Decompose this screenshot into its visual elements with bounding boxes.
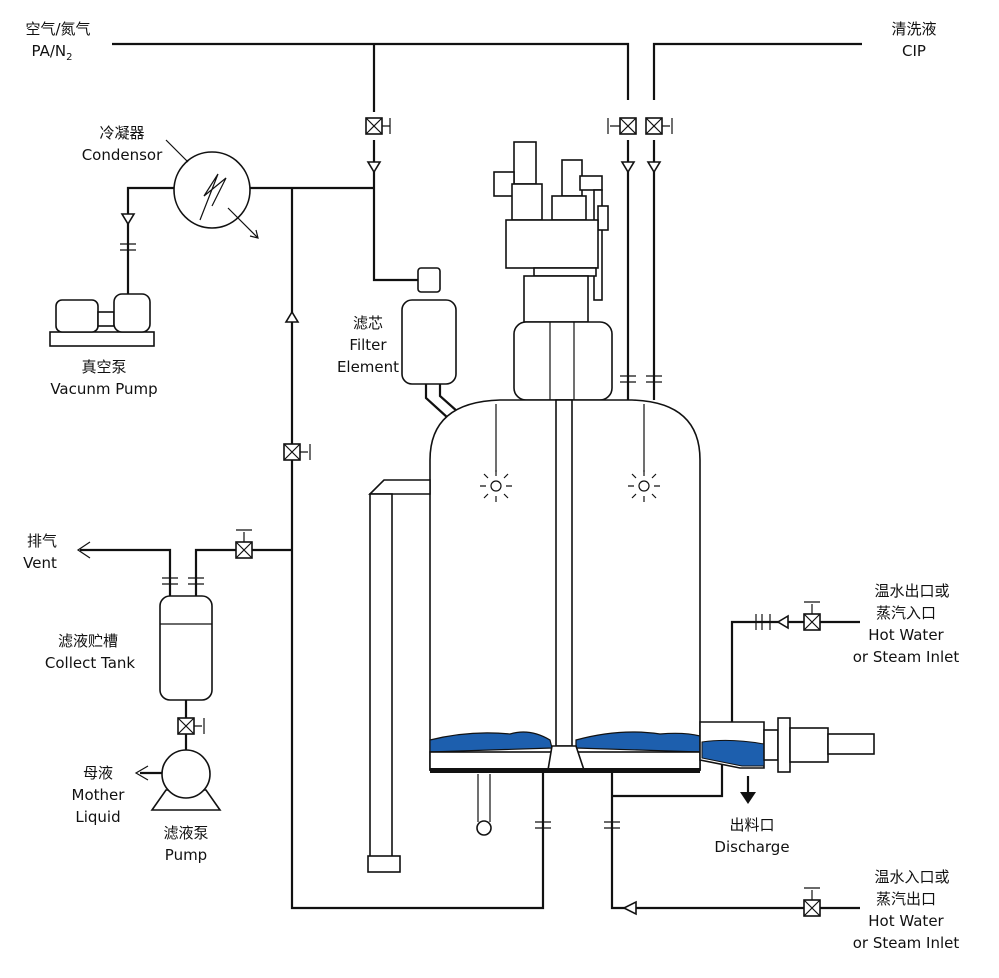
label-mother-zh: 母液 [83, 764, 113, 782]
valve-cip[interactable] [645, 117, 673, 174]
main-vessel [429, 399, 701, 836]
condensor [165, 139, 259, 239]
valve-filter-branch[interactable] [365, 117, 391, 174]
label-tank-zh: 滤液贮槽 [58, 632, 118, 650]
label-mother-en2: Liquid [75, 808, 120, 826]
label-condensor-zh: 冷凝器 [99, 124, 144, 142]
label-filter-en1: Filter [349, 336, 387, 354]
label-hw-in-en1: Hot Water [868, 912, 944, 930]
valve-tank-inlet[interactable] [235, 529, 253, 559]
valve-vacuum[interactable] [120, 213, 136, 251]
label-hw-out-zh1: 温水出口或 [874, 582, 949, 600]
vacuum-line [126, 186, 174, 300]
hot-water-inlet-line [610, 770, 860, 910]
flange-top-lines [620, 375, 662, 383]
filter-element [401, 267, 459, 419]
label-hw-in-zh1: 温水入口或 [874, 868, 949, 886]
label-air-en: PA/N2 [32, 42, 73, 63]
valve-tank-bottom[interactable] [177, 717, 205, 735]
collect-tank [159, 595, 213, 701]
side-column [367, 479, 431, 873]
condensor-leader-line [165, 139, 189, 163]
filter-branch-line [372, 140, 418, 282]
spray-rays-right [628, 470, 660, 502]
label-vent-zh: 排气 [27, 532, 57, 550]
label-pump-zh: 滤液泵 [163, 824, 208, 842]
flow-arrow-up [284, 310, 300, 323]
text-labels: 空气/氮气 PA/N2 清洗液 CIP 冷凝器 Condensor 真空泵 Va… [23, 20, 959, 952]
label-filter-zh: 滤芯 [353, 314, 383, 332]
tank-inlet-line [194, 548, 292, 598]
discharge-outlet [699, 717, 875, 804]
filter-cake-left [429, 731, 553, 753]
label-filter-en2: Element [337, 358, 399, 376]
cip-supply-line [652, 42, 862, 100]
valve-hw-inlet[interactable] [622, 887, 821, 917]
valve-hw-outlet[interactable] [755, 601, 821, 631]
label-hw-in-en2: or Steam Inlet [853, 934, 960, 952]
flange-bottom-lines [535, 821, 620, 829]
drive-assembly [493, 141, 613, 401]
discharge-cake [701, 739, 765, 767]
label-cip-zh: 清洗液 [891, 20, 936, 38]
filter-plate [430, 768, 700, 773]
label-hw-out-zh2: 蒸汽入口 [876, 604, 936, 622]
vertical-return-line [290, 188, 545, 910]
label-pump-en: Pump [165, 846, 207, 864]
vacuum-pump [49, 293, 155, 347]
label-vacuum-en: Vacunm Pump [50, 380, 157, 398]
hot-water-outlet-line [730, 620, 860, 722]
valve-return[interactable] [283, 443, 311, 461]
label-hw-out-en2: or Steam Inlet [853, 648, 960, 666]
label-air-zh: 空气/氮气 [25, 20, 90, 38]
label-cip-en: CIP [902, 42, 926, 60]
label-condensor-en: Condensor [82, 146, 163, 164]
discharge-arrow-head [740, 792, 756, 804]
label-hw-out-en1: Hot Water [868, 626, 944, 644]
valves [120, 117, 821, 917]
valve-air[interactable] [607, 117, 637, 174]
vent-arrow-icon [76, 541, 91, 559]
label-tank-en: Collect Tank [45, 654, 135, 672]
label-mother-en1: Mother [72, 786, 126, 804]
spray-rays-left [480, 470, 512, 502]
label-discharge-en: Discharge [714, 838, 789, 856]
flange-tank-lines [162, 577, 204, 585]
filtrate-pump [150, 749, 222, 811]
label-discharge-zh: 出料口 [729, 816, 774, 834]
label-hw-in-zh2: 蒸汽出口 [876, 890, 936, 908]
air-supply-line [112, 42, 630, 100]
hot-water-jacket-link [612, 760, 724, 798]
label-vent-en: Vent [23, 554, 57, 572]
vent-line [80, 548, 172, 598]
condensor-outlet-arrow [227, 207, 259, 239]
mother-liquid-arrow-icon [134, 765, 149, 781]
pipelines [80, 42, 862, 910]
label-vacuum-zh: 真空泵 [81, 358, 126, 376]
